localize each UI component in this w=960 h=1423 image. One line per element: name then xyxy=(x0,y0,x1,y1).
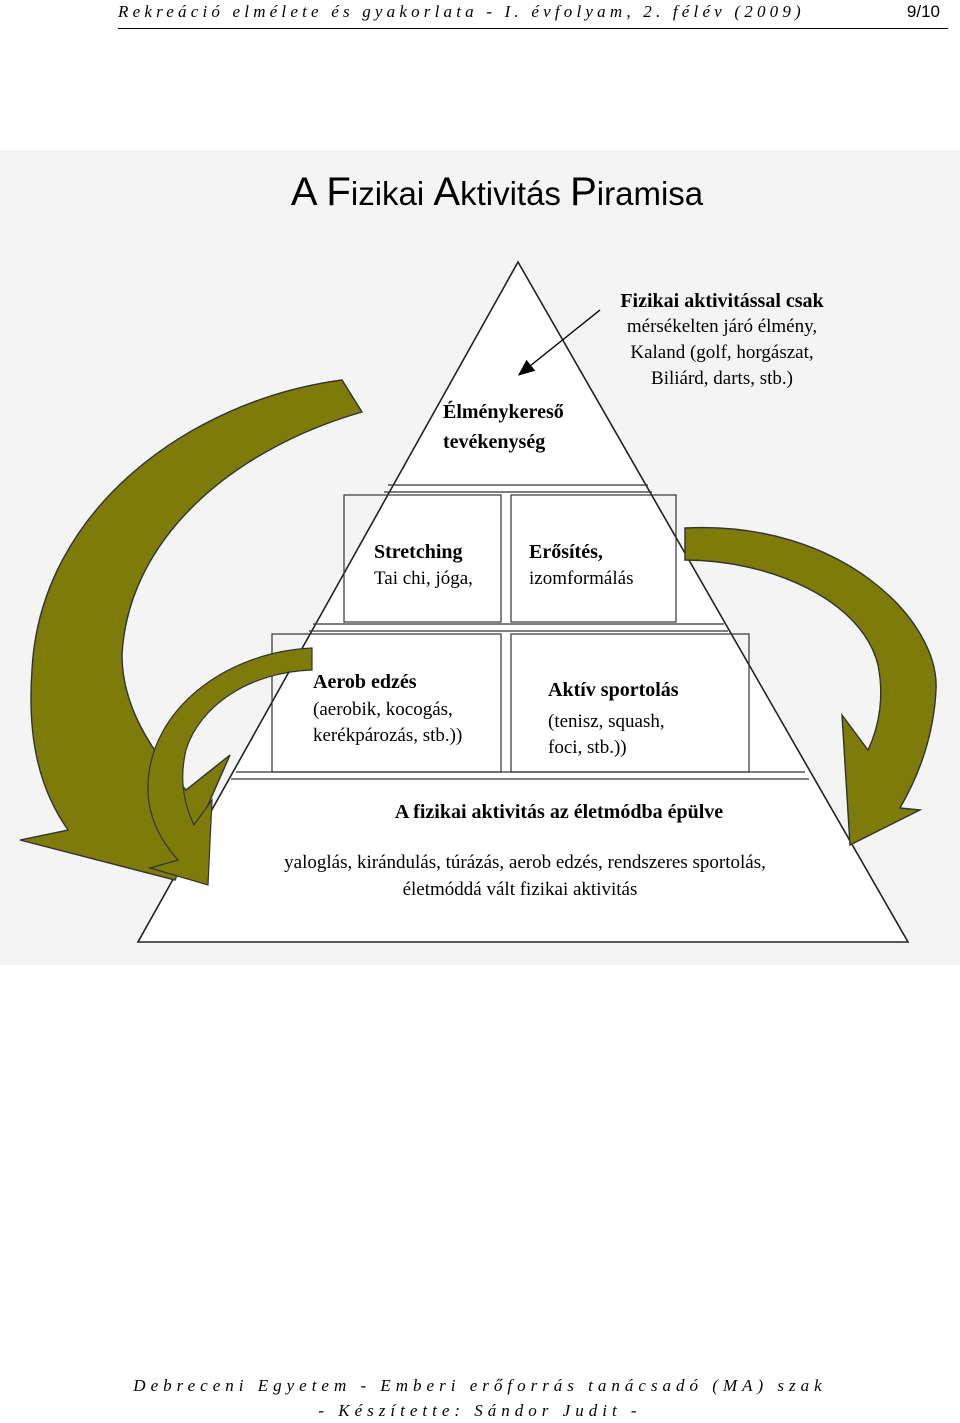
figure-title-part: A xyxy=(291,170,327,214)
base-title: A fizikai aktivitás az életmódba épülve xyxy=(395,801,723,823)
figure-title-part: P xyxy=(570,170,597,214)
base-text: életmóddá vált fizikai aktivitás xyxy=(403,879,638,900)
base-text: yaloglás, kirándulás, túrázás, aerob edz… xyxy=(284,852,766,873)
strength-text: izomformálás xyxy=(529,568,633,589)
inner-curved-arrow xyxy=(147,647,313,886)
sport-title: Aktív sportolás xyxy=(548,679,679,701)
top-level-title: tevékenység xyxy=(443,431,545,453)
top-level-title: Élménykereső xyxy=(443,400,564,423)
sport-box xyxy=(510,633,750,773)
page-number: 9/10 xyxy=(906,2,940,21)
right-curved-arrow xyxy=(684,526,937,847)
header-title: Rekreáció elmélete és gyakorlata - I. év… xyxy=(118,2,805,21)
stretching-box xyxy=(343,494,502,623)
strength-title: Erősítés, xyxy=(529,541,603,563)
pyramid-figure: A Fizikai Aktivitás Piramisa xyxy=(0,150,960,965)
callout-line: Biliárd, darts, stb.) xyxy=(651,368,793,389)
pyramid-boxes xyxy=(271,494,750,773)
figure-title-part: ktivitás xyxy=(460,175,570,212)
strength-box xyxy=(510,494,677,623)
page-footer: Debreceni Egyetem - Emberi erőforrás tan… xyxy=(0,1373,960,1423)
footer-line-2: - Készítette: Sándor Judit - xyxy=(318,1401,642,1420)
pyramid-diagram: A Fizikai Aktivitás Piramisa xyxy=(19,170,937,943)
aerob-title: Aerob edzés xyxy=(313,671,417,693)
page-header: Rekreáció elmélete és gyakorlata - I. év… xyxy=(118,2,948,26)
aerob-text: (aerobik, kocogás, xyxy=(313,699,453,720)
callout-line: Kaland (golf, horgászat, xyxy=(630,342,813,363)
figure-title: A Fizikai Aktivitás Piramisa xyxy=(291,170,704,214)
sport-text: (tenisz, squash, xyxy=(548,711,665,732)
figure-title-part: A xyxy=(433,170,460,214)
stretching-title: Stretching xyxy=(374,541,463,563)
callout-line: mérsékelten járó élmény, xyxy=(627,316,817,337)
figure-title-part: iramisa xyxy=(597,175,704,212)
pyramid-outline xyxy=(136,260,910,943)
figure-title-part: F xyxy=(326,170,350,214)
aerob-box xyxy=(271,633,502,773)
aerob-text: kerékpározás, stb.)) xyxy=(313,725,462,746)
sport-text: foci, stb.)) xyxy=(548,737,627,758)
header-rule xyxy=(118,28,948,29)
footer-line-1: Debreceni Egyetem - Emberi erőforrás tan… xyxy=(133,1376,827,1395)
callout-arrow xyxy=(517,309,601,376)
callout-title: Fizikai aktivitással csak xyxy=(620,290,824,312)
left-curved-arrow xyxy=(19,379,364,881)
stretching-text: Tai chi, jóga, xyxy=(374,568,473,589)
figure-title-part: izikai xyxy=(351,175,434,212)
callout-text: Fizikai aktivitással csak mérsékelten já… xyxy=(620,290,824,389)
